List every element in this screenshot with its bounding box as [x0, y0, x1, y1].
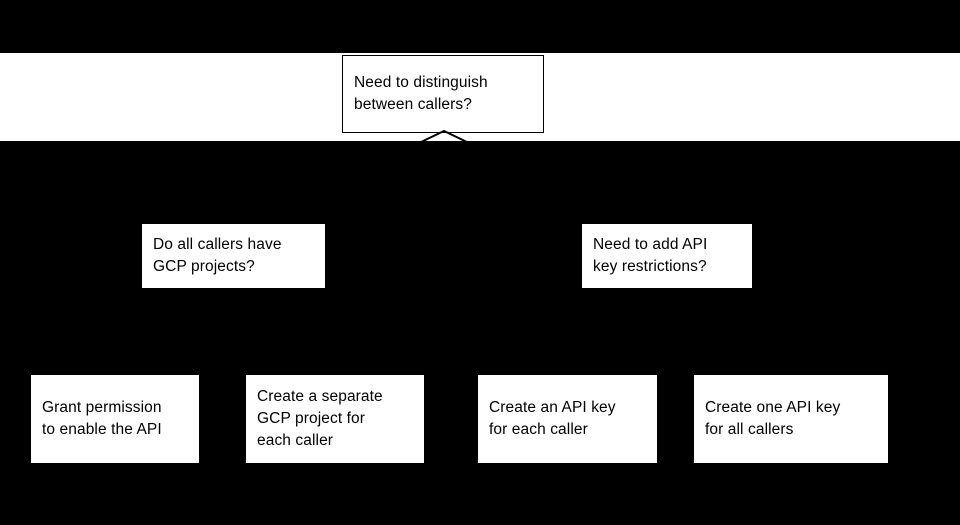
- node-label: Need to distinguish between callers?: [354, 74, 488, 113]
- decision-node-gcp-projects[interactable]: Do all callers have GCP projects?: [142, 224, 325, 288]
- outcome-node-grant-permission[interactable]: Grant permission to enable the API: [31, 375, 199, 463]
- decision-node-distinguish-callers[interactable]: Need to distinguish between callers?: [342, 55, 544, 133]
- outcome-node-api-key-each-caller[interactable]: Create an API key for each caller: [478, 375, 657, 463]
- node-label: Need to add API key restrictions?: [593, 236, 708, 275]
- outcome-node-separate-gcp-project[interactable]: Create a separate GCP project for each c…: [246, 375, 424, 463]
- root-connector-arrowhead-icon: [418, 130, 470, 144]
- decision-node-api-key-restrictions[interactable]: Need to add API key restrictions?: [582, 224, 752, 288]
- node-label: Do all callers have GCP projects?: [153, 236, 282, 275]
- node-label: Grant permission to enable the API: [42, 399, 162, 438]
- node-label: Create a separate GCP project for each c…: [257, 388, 383, 449]
- node-label: Create one API key for all callers: [705, 399, 841, 438]
- outcome-node-api-key-all-callers[interactable]: Create one API key for all callers: [694, 375, 888, 463]
- node-label: Create an API key for each caller: [489, 399, 616, 438]
